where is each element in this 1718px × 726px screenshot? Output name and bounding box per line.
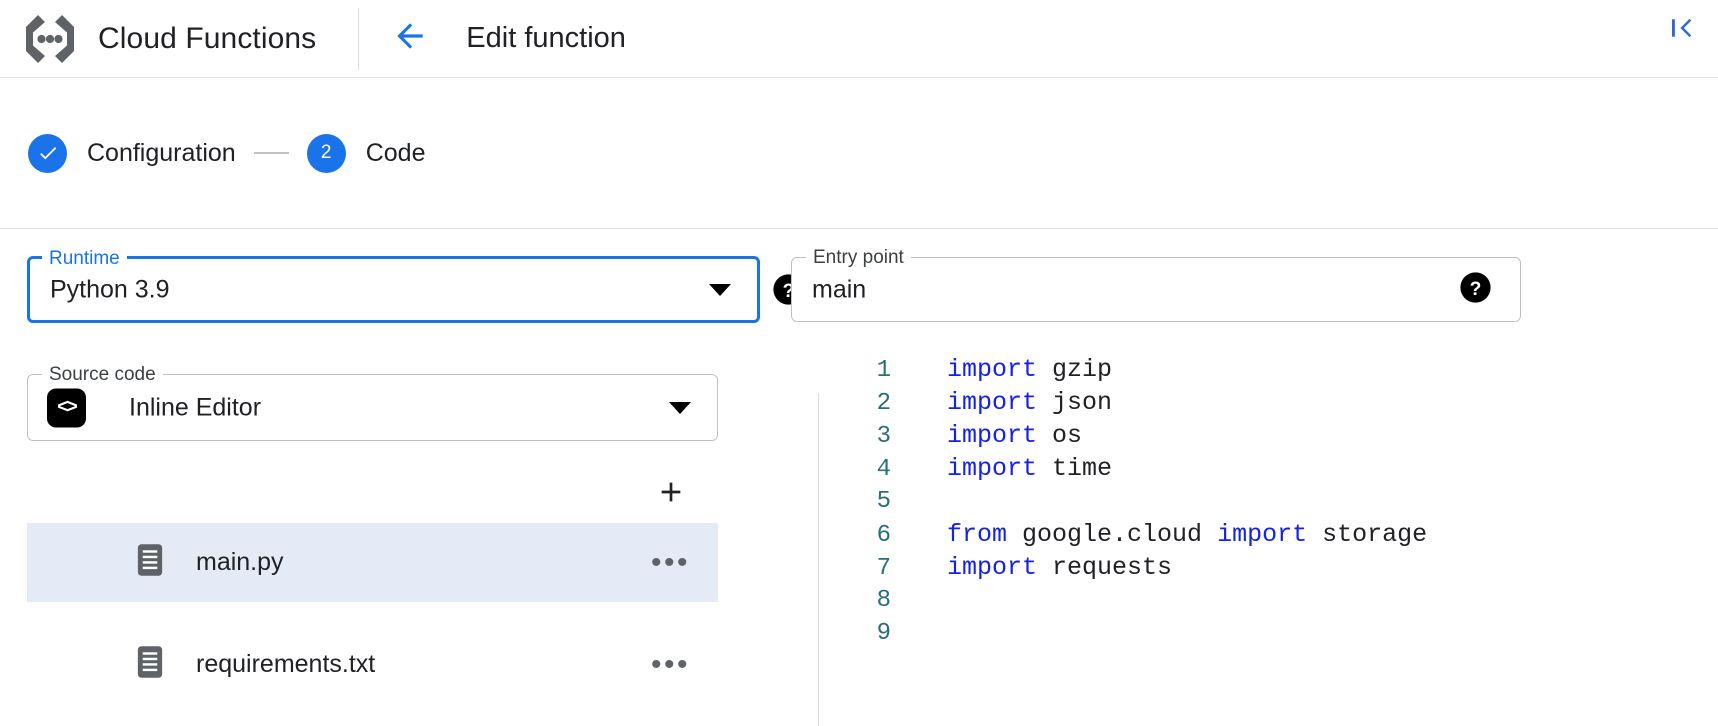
file-icon <box>135 645 169 684</box>
line-number: 6 <box>876 522 891 549</box>
file-icon <box>135 543 169 582</box>
code-editor[interactable]: 1 import gzip 2 import json 3 import os 4 impor… <box>845 353 1705 726</box>
step-code[interactable]: 2 Code <box>306 133 426 173</box>
source-code-label: Source code <box>42 362 163 388</box>
code-line: 3 import os <box>845 419 1705 452</box>
file-actions-row <box>27 468 718 520</box>
code-keyword: import <box>947 388 1038 417</box>
file-list-item-requirements-txt[interactable]: requirements.txt ••• <box>27 625 718 704</box>
line-number: 2 <box>876 390 891 417</box>
code-identifier: gzip <box>1037 355 1113 384</box>
entry-point-value: main <box>812 275 867 303</box>
page-body: Runtime Python 3.9 ? Entry point main ? … <box>0 229 1718 726</box>
step-code-label: Code <box>365 138 426 167</box>
product-title: Cloud Functions <box>98 21 317 55</box>
code-keyword: import <box>947 421 1038 450</box>
file-overflow-menu-button[interactable]: ••• <box>650 545 690 579</box>
source-code-select[interactable]: Source code <> Inline Editor <box>27 362 718 441</box>
arrow-left-icon <box>391 17 429 60</box>
line-number: 3 <box>876 423 891 450</box>
product-brand[interactable]: Cloud Functions <box>0 0 316 78</box>
step-configuration-label: Configuration <box>87 138 236 167</box>
code-text: import requests <box>947 551 1172 584</box>
source-code-value: Inline Editor <box>129 393 262 421</box>
code-text: import gzip <box>947 353 1112 386</box>
wizard-stepper: Configuration 2 Code <box>0 78 1718 229</box>
app-header: Cloud Functions Edit function <box>0 0 1718 78</box>
page-title: Edit function <box>466 22 626 54</box>
line-number: 8 <box>876 587 891 614</box>
line-number: 4 <box>876 456 891 483</box>
file-overflow-menu-button[interactable]: ••• <box>650 647 690 681</box>
code-line: 4 import time <box>845 452 1705 485</box>
code-line: 5 <box>845 485 1705 518</box>
code-text: from google.cloud import storage <box>947 518 1427 551</box>
add-file-button[interactable] <box>650 473 692 515</box>
add-file-icon <box>655 476 687 513</box>
code-line: 1 import gzip <box>845 353 1705 386</box>
step-code-marker: 2 <box>306 133 346 173</box>
cloud-functions-icon <box>22 13 78 65</box>
code-line: 2 import json <box>845 386 1705 419</box>
entry-point-input[interactable]: Entry point main ? <box>791 245 1521 322</box>
chevron-down-icon[interactable] <box>709 283 731 296</box>
collapse-panel-button[interactable] <box>1660 8 1704 52</box>
code-text: import json <box>947 386 1112 419</box>
code-text: import os <box>947 419 1082 452</box>
code-line: 8 <box>845 584 1705 617</box>
line-number: 7 <box>876 555 891 582</box>
header-divider <box>358 7 360 70</box>
collapse-panel-icon <box>1667 13 1697 48</box>
entry-point-label: Entry point <box>806 245 911 271</box>
runtime-value: Python 3.9 <box>50 275 170 303</box>
code-keyword: import <box>947 454 1038 483</box>
code-line: 9 <box>845 617 1705 650</box>
entry-point-help-icon[interactable]: ? <box>1459 271 1492 309</box>
runtime-select[interactable]: Runtime Python 3.9 <box>27 246 760 323</box>
file-name: requirements.txt <box>196 650 376 678</box>
code-identifier: os <box>1037 421 1083 450</box>
chevron-down-icon[interactable] <box>669 401 691 414</box>
runtime-label: Runtime <box>42 246 127 272</box>
step-configuration[interactable]: Configuration <box>28 133 236 173</box>
line-number: 5 <box>876 488 891 515</box>
step-connector <box>253 152 289 154</box>
code-keyword: import <box>1217 520 1308 549</box>
step-configuration-marker <box>28 133 67 173</box>
code-text: import time <box>947 452 1112 485</box>
file-list-item-main-py[interactable]: main.py ••• <box>27 523 718 602</box>
back-button[interactable] <box>387 16 433 62</box>
code-line: 6 from google.cloud import storage <box>845 518 1705 551</box>
code-keyword: import <box>947 355 1038 384</box>
line-number: 9 <box>876 620 891 647</box>
code-identifier: json <box>1037 388 1113 417</box>
code-identifier: time <box>1037 454 1113 483</box>
file-name: main.py <box>196 548 284 576</box>
svg-text:?: ? <box>1470 278 1482 299</box>
code-identifier: requests <box>1037 553 1173 582</box>
code-keyword: import <box>947 553 1038 582</box>
code-identifier: google.cloud <box>1007 520 1218 549</box>
code-line: 7 import requests <box>845 551 1705 584</box>
panel-divider <box>818 393 819 726</box>
line-number: 1 <box>876 357 891 384</box>
code-identifier: storage <box>1307 520 1428 549</box>
code-keyword: from <box>947 520 1008 549</box>
code-brackets-icon: <> <box>47 388 86 427</box>
svg-text:?: ? <box>783 281 795 302</box>
